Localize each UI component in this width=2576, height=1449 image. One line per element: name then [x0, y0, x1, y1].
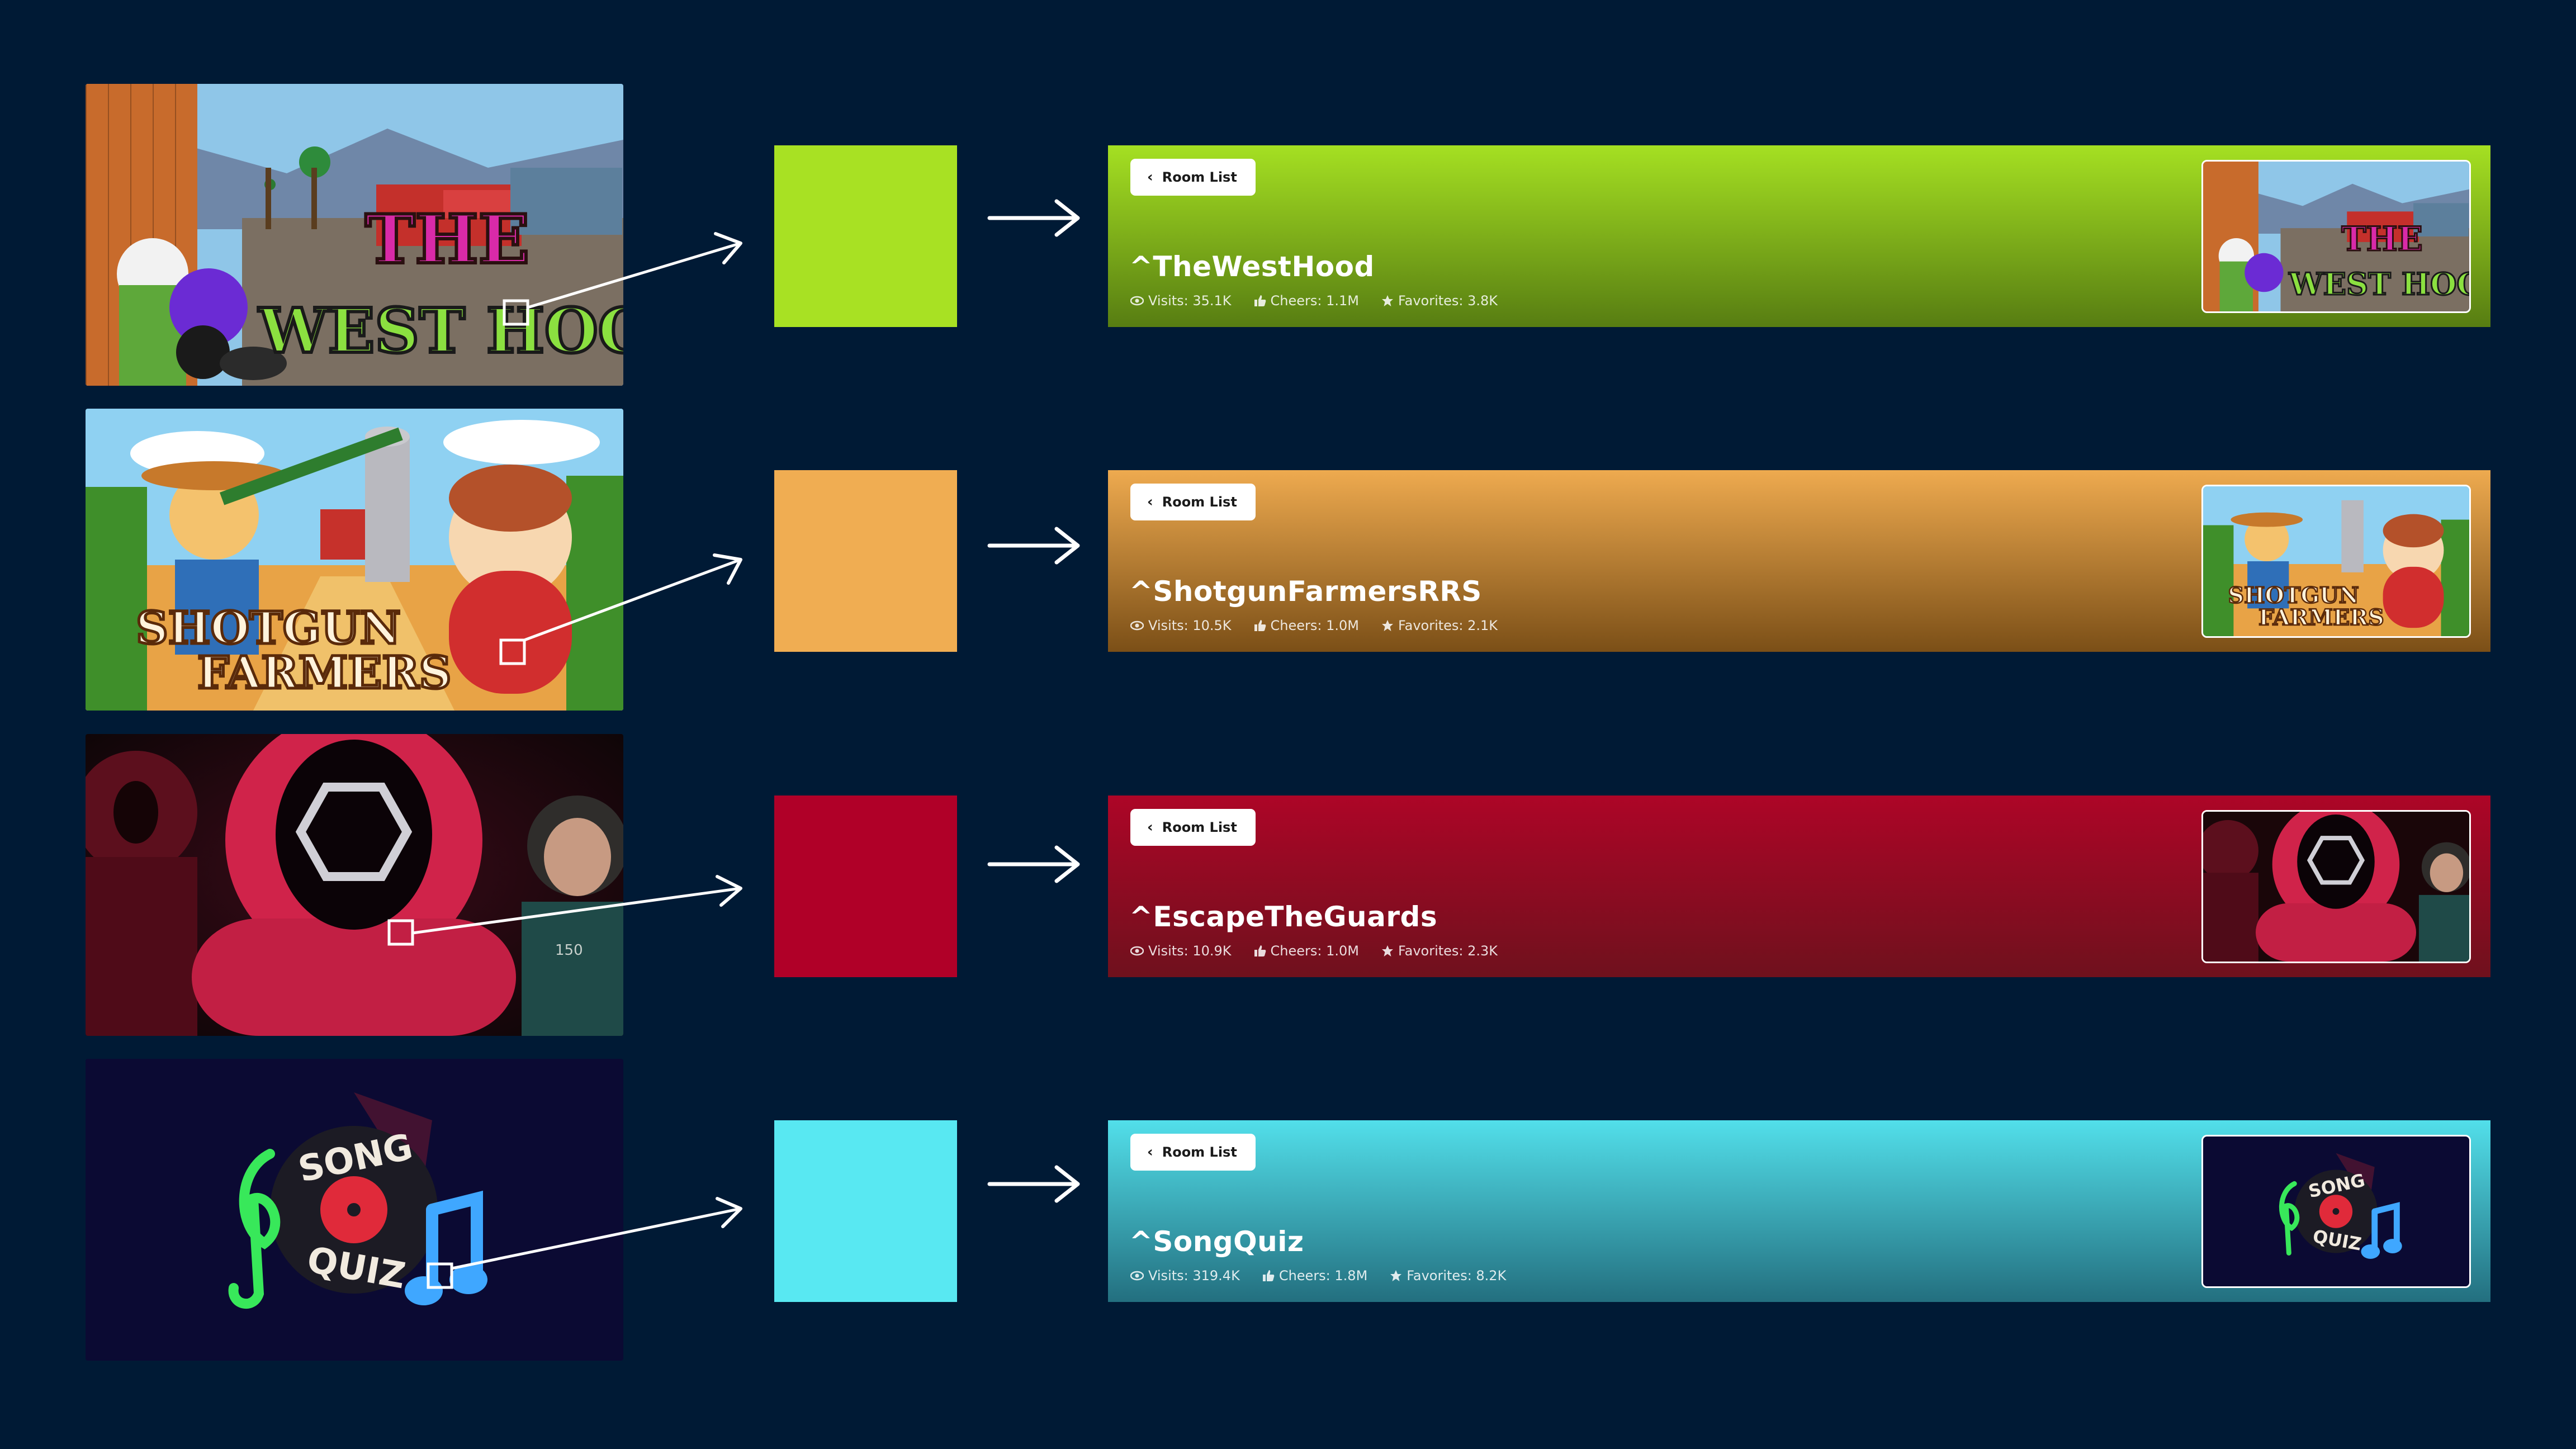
- favorites-stat: Favorites: 3.8K: [1381, 293, 1498, 309]
- west-hood-thumbnail: THE WEST HOOD: [86, 84, 623, 386]
- visits-value: Visits: 10.5K: [1148, 618, 1232, 633]
- chevron-left-icon: ‹: [1147, 1144, 1153, 1161]
- player-number-badge: 150: [555, 942, 583, 959]
- extracted-color-swatch: [774, 1120, 957, 1302]
- farmers-word: FARMERS: [197, 646, 451, 699]
- room-stats: Visits: 10.9K Cheers: 1.0M Favorites: 2.…: [1130, 943, 1498, 959]
- room-list-button[interactable]: ‹ Room List: [1130, 809, 1256, 846]
- favorites-value: Favorites: 2.3K: [1398, 943, 1498, 959]
- room-title: ^ShotgunFarmersRRS: [1129, 575, 1482, 608]
- thumbs-up-icon: [1254, 620, 1266, 631]
- extracted-color-swatch: [774, 470, 957, 652]
- arrow-right-icon: [987, 1165, 1080, 1203]
- room-banner: ‹ Room List ^EscapeTheGuards Visits: 10.…: [1108, 795, 2490, 977]
- cheers-stat: Cheers: 1.0M: [1254, 618, 1359, 633]
- visits-stat: Visits: 319.4K: [1130, 1268, 1240, 1284]
- mini-farmers-word: FARMERS: [2258, 605, 2384, 631]
- mini-shotgun-word: SHOTGUN: [2228, 583, 2359, 608]
- room-list-label: Room List: [1162, 820, 1237, 835]
- row-song-quiz: SONG QUIZ ‹ Room List ^SongQuiz Visits: …: [0, 1059, 2576, 1361]
- chevron-left-icon: ‹: [1147, 169, 1153, 186]
- room-list-button[interactable]: ‹ Room List: [1130, 484, 1256, 520]
- cheers-stat: Cheers: 1.1M: [1254, 293, 1359, 309]
- room-list-label: Room List: [1162, 169, 1237, 185]
- visits-value: Visits: 319.4K: [1148, 1268, 1240, 1284]
- mini-word-westhood: WEST HOOD: [2288, 266, 2469, 302]
- visits-stat: Visits: 35.1K: [1130, 293, 1232, 309]
- star-icon: [1382, 945, 1394, 956]
- room-title: ^SongQuiz: [1129, 1225, 1304, 1258]
- eye-icon: [1130, 621, 1144, 631]
- room-title: ^EscapeTheGuards: [1129, 901, 1438, 933]
- arrow-right-icon: [987, 845, 1080, 883]
- row-west-hood: THE WEST HOOD ‹ Room List ^TheWestHood V…: [0, 84, 2576, 386]
- thumbs-up-icon: [1254, 945, 1266, 956]
- chevron-left-icon: ‹: [1147, 819, 1153, 836]
- cheers-value: Cheers: 1.0M: [1270, 943, 1360, 959]
- row-escape-the-guards: 150 ‹ Room List ^EscapeTheGuards Visits:…: [0, 734, 2576, 1036]
- room-stats: Visits: 35.1K Cheers: 1.1M Favorites: 3.…: [1130, 293, 1498, 309]
- cheers-value: Cheers: 1.1M: [1270, 293, 1360, 309]
- room-thumbnail-mini: [2201, 810, 2471, 963]
- eye-icon: [1130, 296, 1144, 306]
- star-icon: [1382, 295, 1394, 306]
- extracted-color-swatch: [774, 795, 957, 977]
- room-stats: Visits: 10.5K Cheers: 1.0M Favorites: 2.…: [1130, 618, 1498, 633]
- visits-value: Visits: 35.1K: [1148, 293, 1232, 309]
- visits-stat: Visits: 10.5K: [1130, 618, 1232, 633]
- cheers-stat: Cheers: 1.8M: [1262, 1268, 1367, 1284]
- favorites-stat: Favorites: 8.2K: [1390, 1268, 1506, 1284]
- room-list-button[interactable]: ‹ Room List: [1130, 159, 1256, 196]
- favorites-stat: Favorites: 2.1K: [1381, 618, 1498, 633]
- room-banner: ‹ Room List ^TheWestHood Visits: 35.1K C…: [1108, 145, 2490, 327]
- favorites-value: Favorites: 8.2K: [1407, 1268, 1507, 1284]
- escape-the-guards-thumbnail: 150: [86, 734, 623, 1036]
- eye-icon: [1130, 946, 1144, 956]
- room-title: ^TheWestHood: [1129, 250, 1375, 283]
- eye-icon: [1130, 1271, 1144, 1281]
- thumbs-up-icon: [1262, 1270, 1275, 1281]
- favorites-value: Favorites: 3.8K: [1398, 293, 1498, 309]
- favorites-stat: Favorites: 2.3K: [1381, 943, 1498, 959]
- room-list-button[interactable]: ‹ Room List: [1130, 1134, 1256, 1171]
- cheers-stat: Cheers: 1.0M: [1254, 943, 1359, 959]
- room-thumbnail-mini: SONG QUIZ: [2201, 1135, 2471, 1288]
- shotgun-farmers-thumbnail: SHOTGUN FARMERS: [86, 409, 623, 711]
- star-icon: [1382, 620, 1394, 631]
- arrow-right-icon: [987, 199, 1080, 237]
- room-banner: ‹ Room List ^SongQuiz Visits: 319.4K Che…: [1108, 1120, 2490, 1302]
- thumbs-up-icon: [1254, 295, 1266, 306]
- favorites-value: Favorites: 2.1K: [1398, 618, 1498, 633]
- arrow-right-icon: [987, 527, 1080, 565]
- extracted-color-swatch: [774, 145, 957, 327]
- star-icon: [1390, 1270, 1402, 1281]
- row-shotgun-farmers: SHOTGUN FARMERS ‹ Room List ^ShotgunFarm…: [0, 409, 2576, 711]
- west-hood-word-the: THE: [365, 200, 529, 279]
- cheers-value: Cheers: 1.8M: [1278, 1268, 1368, 1284]
- room-thumbnail-mini: SHOTGUN FARMERS: [2201, 485, 2471, 638]
- room-list-label: Room List: [1162, 1144, 1237, 1160]
- room-stats: Visits: 319.4K Cheers: 1.8M Favorites: 8…: [1130, 1268, 1506, 1284]
- chevron-left-icon: ‹: [1147, 494, 1153, 510]
- room-list-label: Room List: [1162, 494, 1237, 510]
- visits-stat: Visits: 10.9K: [1130, 943, 1232, 959]
- mini-word-the: THE: [2341, 220, 2423, 259]
- cheers-value: Cheers: 1.0M: [1270, 618, 1360, 633]
- visits-value: Visits: 10.9K: [1148, 943, 1232, 959]
- room-banner: ‹ Room List ^ShotgunFarmersRRS Visits: 1…: [1108, 470, 2490, 652]
- room-thumbnail-mini: THE WEST HOOD: [2201, 160, 2471, 313]
- west-hood-word-westhood: WEST HOOD: [258, 295, 623, 367]
- shotgun-word: SHOTGUN: [136, 602, 401, 654]
- song-quiz-thumbnail: SONG QUIZ: [86, 1059, 623, 1361]
